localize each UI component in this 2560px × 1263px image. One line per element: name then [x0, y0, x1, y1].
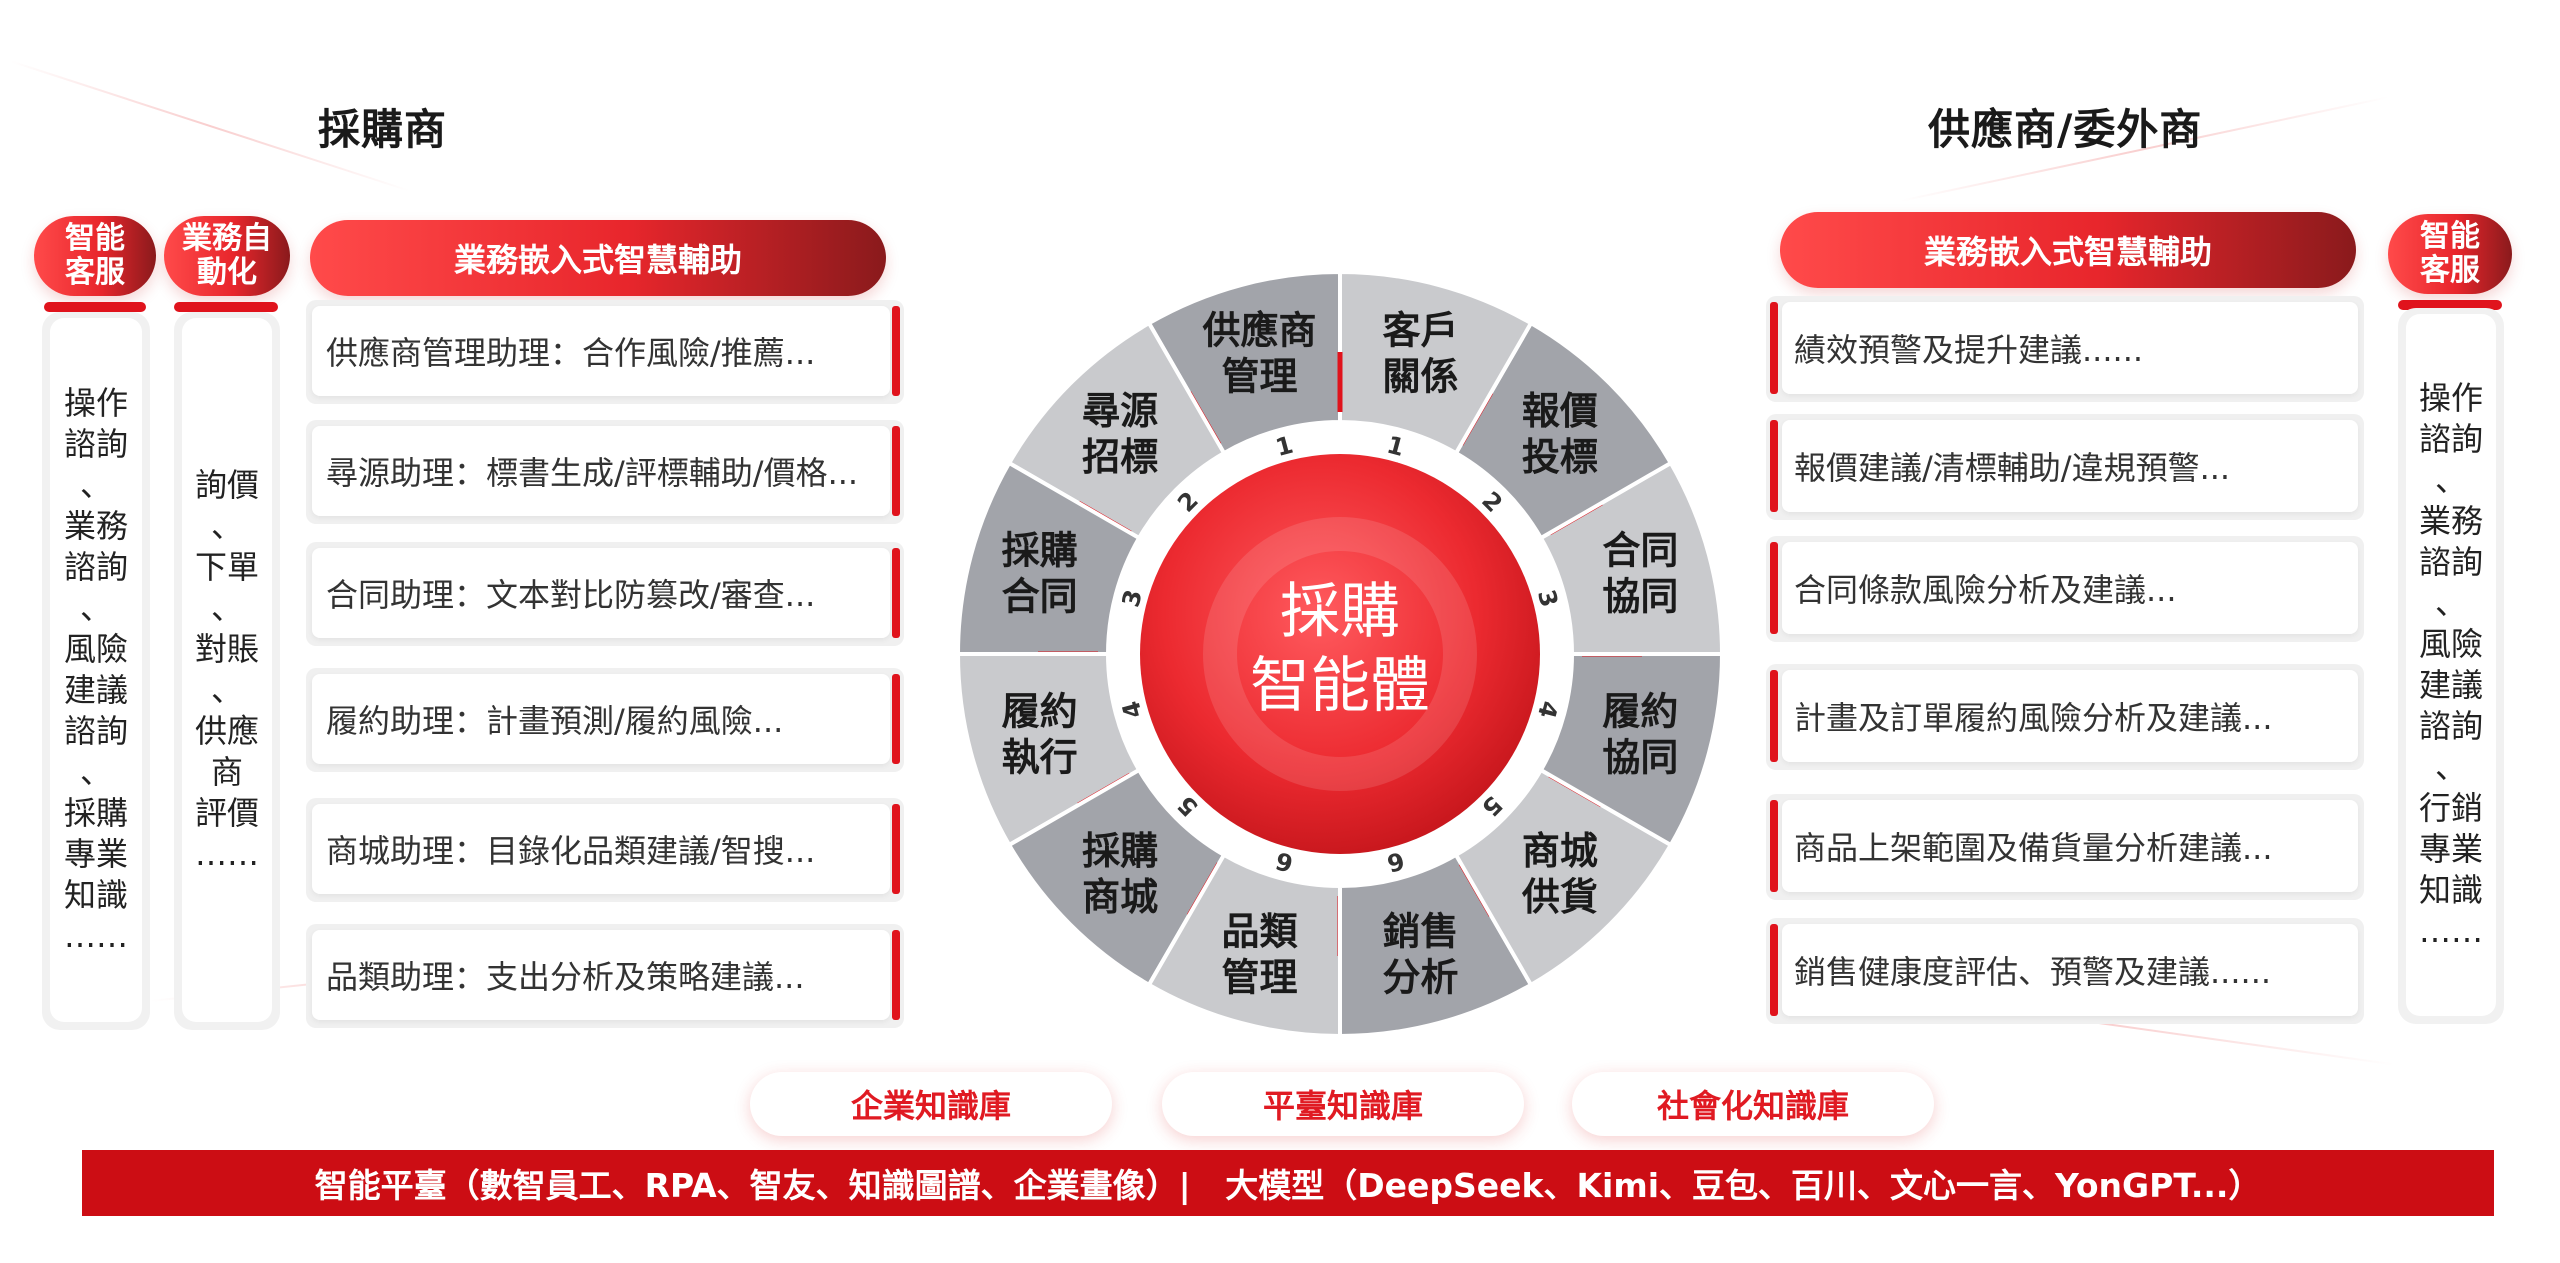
card-text: 尋源助理：標書生成/評標輔助/價格...: [312, 426, 890, 516]
card-accent-bar: [892, 548, 900, 638]
card-text: 合同助理：文本對比防篡改/審查...: [312, 548, 890, 638]
wheel-core: [1140, 454, 1540, 854]
right-assistant-card: 合同條款風險分析及建議...: [1766, 536, 2364, 642]
knowledge-base-social: 社會化知識庫: [1572, 1072, 1934, 1136]
left-assistant-card: 履約助理：計畫預測/履約風險...: [306, 668, 904, 772]
right-section-title: 供應商/委外商: [1928, 105, 2203, 154]
platform-footer-bar: 智能平臺（數智員工、RPA、智友、知識圖譜、企業畫像）| 大模型（DeepSee…: [82, 1150, 2494, 1216]
wheel-center-label: 採購智能體: [1250, 577, 1430, 721]
wheel-segment-label: 銷售分析: [1382, 909, 1458, 999]
left-assistant-card: 尋源助理：標書生成/評標輔助/價格...: [306, 420, 904, 524]
wheel-segment-label: 客戶關係: [1382, 309, 1458, 399]
card-accent-bar: [892, 426, 900, 516]
left-assistant-card: 商城助理：目錄化品類建議/智搜...: [306, 798, 904, 902]
card-text: 品類助理：支出分析及策略建議...: [312, 930, 890, 1020]
right-assistant-card: 計畫及訂單履約風險分析及建議...: [1766, 664, 2364, 770]
wheel-segment-label: 品類管理: [1221, 909, 1298, 999]
card-accent-bar: [1770, 670, 1778, 762]
left-automation-column: 詢價 、 下單 、 對賬 、 供應 商 評價 ……: [174, 312, 280, 1030]
card-text: 履約助理：計畫預測/履約風險...: [312, 674, 890, 764]
left-assistant-card: 品類助理：支出分析及策略建議...: [306, 924, 904, 1028]
card-accent-bar: [1770, 800, 1778, 892]
wheel-segment-number: 1: [1384, 431, 1407, 462]
card-accent-bar: [1770, 302, 1778, 394]
right-assistant-card: 商品上架範圍及備貨量分析建議...: [1766, 794, 2364, 900]
right-assistant-card: 銷售健康度評估、預警及建議......: [1766, 918, 2364, 1024]
wheel-segment-number: 4: [1117, 698, 1148, 721]
knowledge-base-label: 企業知識庫: [850, 1087, 1011, 1125]
wheel-segment-number: 3: [1117, 587, 1148, 610]
knowledge-base-label: 社會化知識庫: [1656, 1087, 1849, 1125]
wheel-segment-label: 履約執行: [1002, 689, 1078, 779]
wheel-segment-label: 報價投標: [1522, 389, 1598, 479]
card-accent-bar: [892, 804, 900, 894]
wheel-segment-label: 商城供貨: [1522, 829, 1598, 919]
wheel-segment-number: 4: [1532, 698, 1563, 721]
card-accent-bar: [892, 930, 900, 1020]
left-automation-header-label: 業務自動化: [182, 221, 272, 290]
right-assist-header: 業務嵌入式智慧輔助: [1780, 212, 2356, 288]
knowledge-base-label: 平臺知識庫: [1262, 1087, 1423, 1125]
left-assist-header: 業務嵌入式智慧輔助: [310, 220, 886, 296]
left-automation-header: 業務自動化: [164, 216, 290, 296]
wheel-segment-label: 採購合同: [1002, 529, 1078, 619]
card-text: 報價建議/清標輔助/違規預警...: [1782, 420, 2358, 512]
left-cs-underline: [44, 302, 146, 312]
knowledge-base-enterprise: 企業知識庫: [750, 1072, 1112, 1136]
left-automation-items: 詢價 、 下單 、 對賬 、 供應 商 評價 ……: [182, 318, 272, 1022]
gear-icon: [1203, 517, 1477, 791]
card-accent-bar: [1770, 420, 1778, 512]
right-assist-header-label: 業務嵌入式智慧輔助: [1923, 233, 2212, 271]
wheel-segment-number: 6: [1384, 846, 1407, 877]
card-accent-bar: [892, 306, 900, 396]
card-text: 計畫及訂單履約風險分析及建議...: [1782, 670, 2358, 762]
card-accent-bar: [892, 674, 900, 764]
right-cs-items: 操作 諮詢 、 業務 諮詢 、 風險 建議 諮詢 、 行銷 專業 知識 ……: [2406, 314, 2496, 1016]
left-assist-header-label: 業務嵌入式智慧輔助: [453, 241, 742, 279]
platform-footer-text: 智能平臺（數智員工、RPA、智友、知識圖譜、企業畫像）| 大模型（DeepSee…: [314, 1166, 2262, 1205]
left-assistant-card: 合同助理：文本對比防篡改/審查...: [306, 542, 904, 646]
wheel-segment-label: 採購商城: [1082, 829, 1158, 919]
wheel-segment-label: 履約協同: [1602, 689, 1678, 779]
wheel-segment-number: 1: [1273, 431, 1296, 462]
right-cs-column: 操作 諮詢 、 業務 諮詢 、 風險 建議 諮詢 、 行銷 專業 知識 ……: [2398, 308, 2504, 1024]
card-text: 商城助理：目錄化品類建議/智搜...: [312, 804, 890, 894]
right-assistant-card: 報價建議/清標輔助/違規預警...: [1766, 414, 2364, 520]
wheel-segment-label: 供應商管理: [1202, 309, 1316, 399]
wheel-segment-number: 3: [1532, 587, 1563, 610]
card-text: 供應商管理助理：合作風險/推薦...: [312, 306, 890, 396]
right-cs-underline: [2398, 300, 2502, 310]
card-text: 銷售健康度評估、預警及建議......: [1782, 924, 2358, 1016]
card-text: 商品上架範圍及備貨量分析建議...: [1782, 800, 2358, 892]
card-text: 合同條款風險分析及建議...: [1782, 542, 2358, 634]
left-assistant-card: 供應商管理助理：合作風險/推薦...: [306, 300, 904, 404]
wheel-segment-label: 尋源招標: [1082, 389, 1158, 479]
right-cs-header-label: 智能客服: [2420, 219, 2480, 288]
card-text: 績效預警及提升建議......: [1782, 302, 2358, 394]
right-cs-header: 智能客服: [2388, 214, 2512, 294]
left-section-title: 採購商: [318, 105, 448, 154]
left-cs-column: 操作 諮詢 、 業務 諮詢 、 風險 建議 諮詢 、 採購 專業 知識 ……: [42, 312, 150, 1030]
right-assistant-card: 績效預警及提升建議......: [1766, 296, 2364, 402]
wheel-segment-label: 合同協同: [1602, 529, 1678, 619]
left-automation-underline: [174, 302, 278, 312]
knowledge-base-platform: 平臺知識庫: [1162, 1072, 1524, 1136]
left-cs-header-label: 智能客服: [65, 221, 125, 290]
left-cs-items: 操作 諮詢 、 業務 諮詢 、 風險 建議 諮詢 、 採購 專業 知識 ……: [50, 318, 142, 1022]
card-accent-bar: [1770, 924, 1778, 1016]
card-accent-bar: [1770, 542, 1778, 634]
left-cs-header: 智能客服: [34, 216, 156, 296]
wheel-segment-number: 6: [1273, 846, 1296, 877]
